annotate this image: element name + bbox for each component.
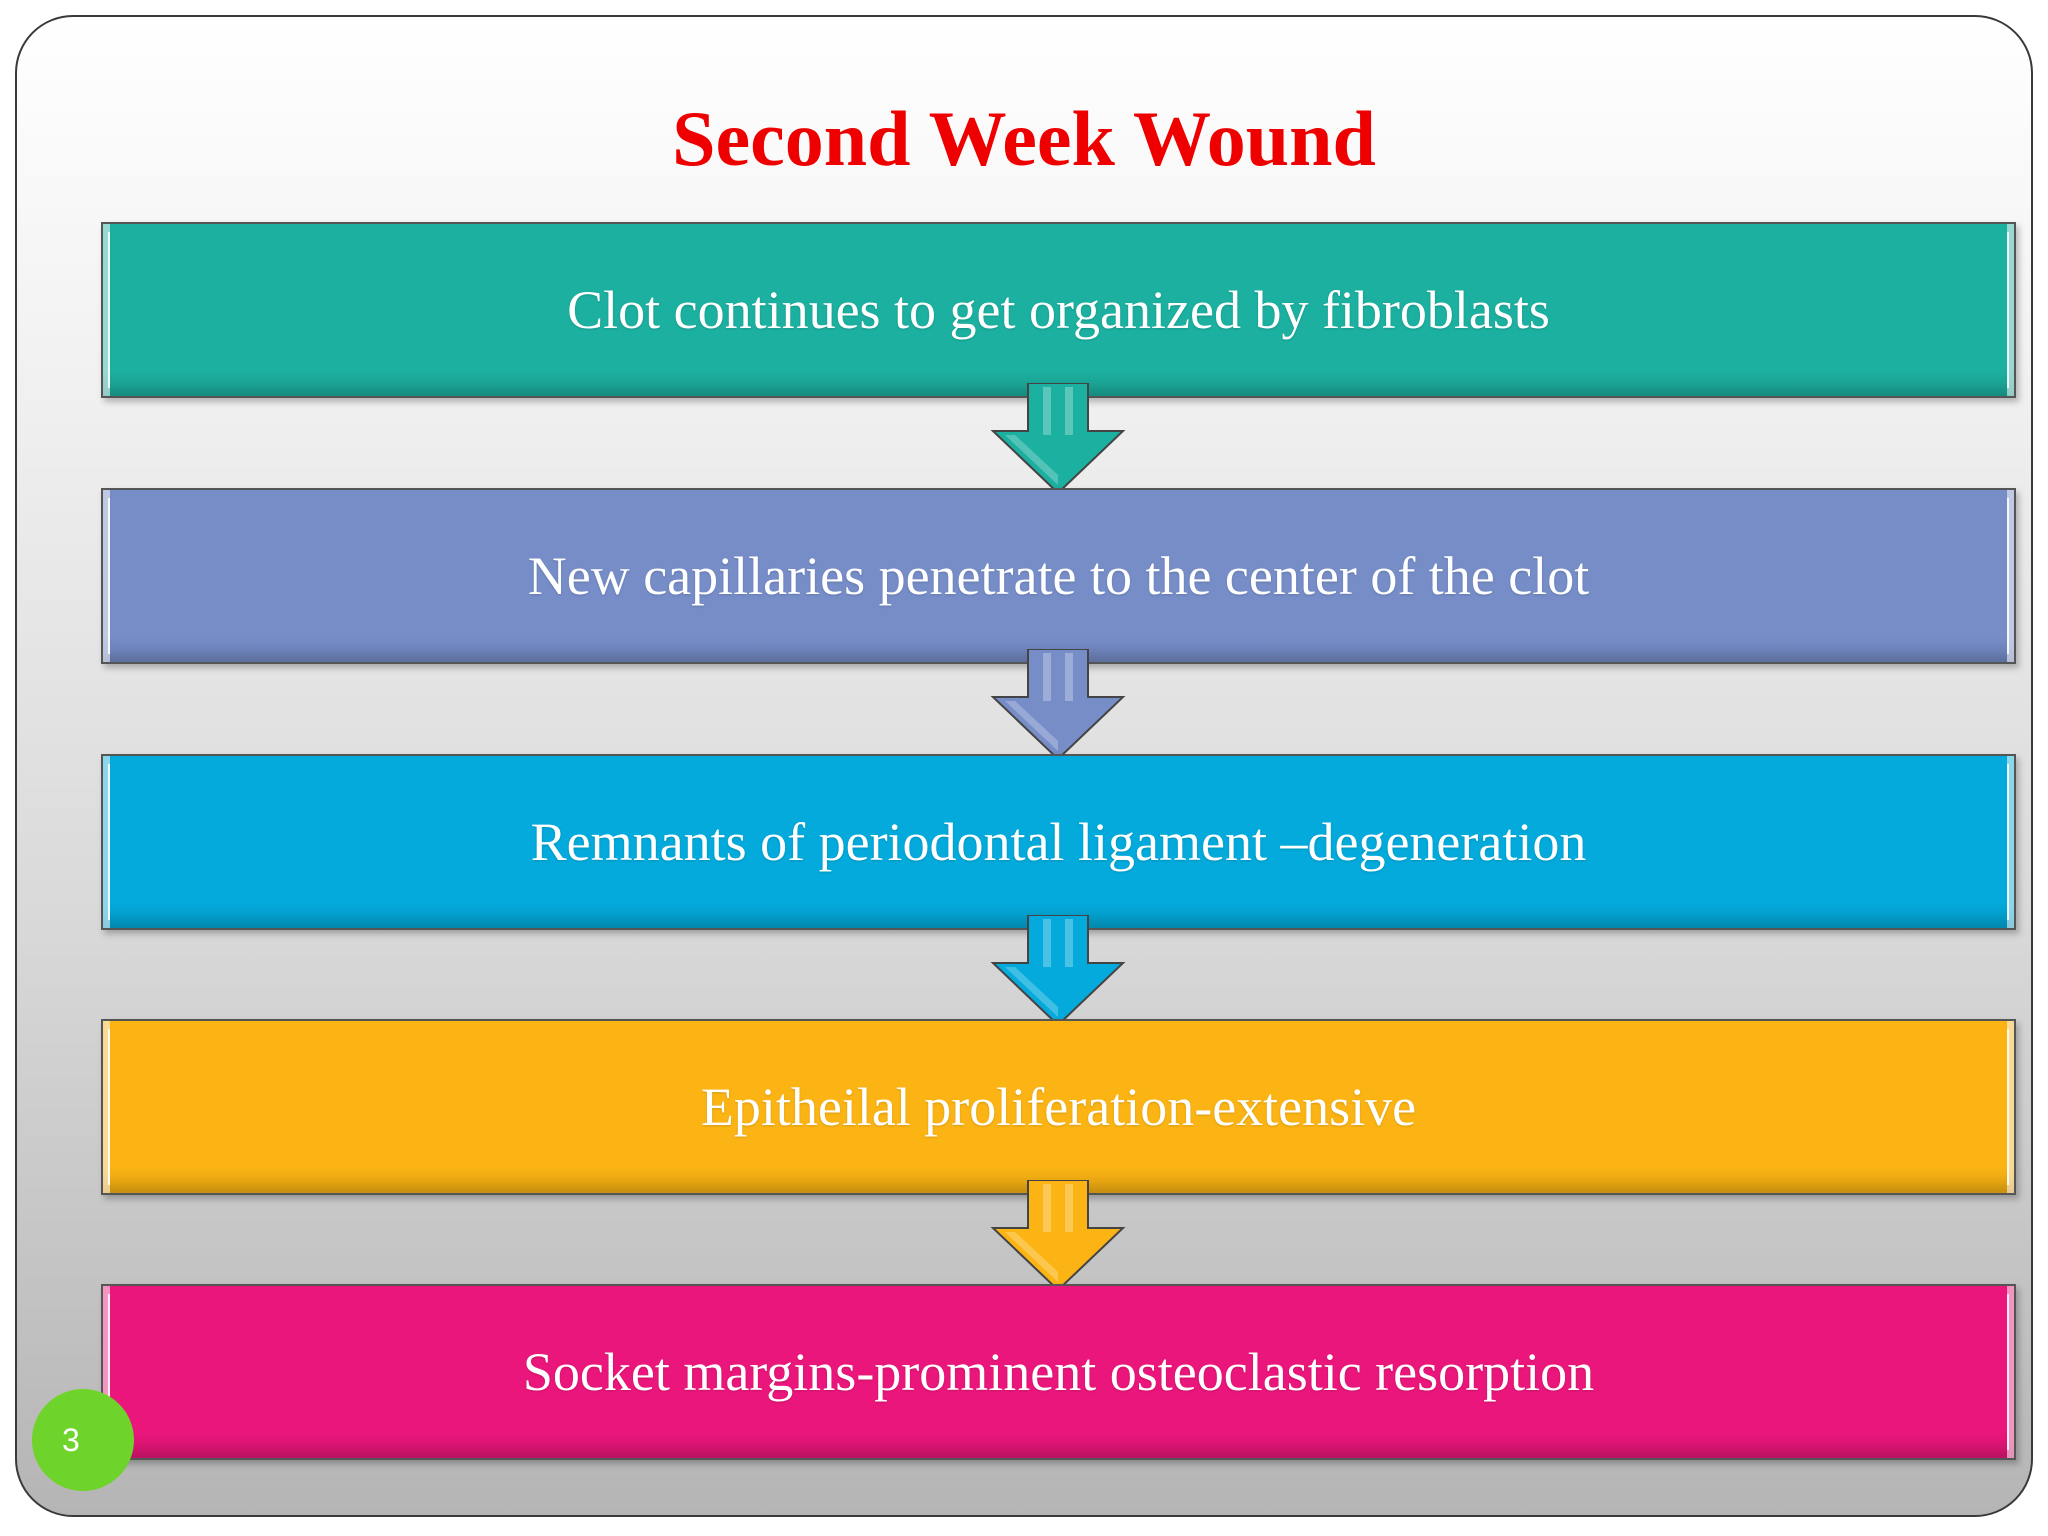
- step-box-5: Socket margins-prominent osteoclastic re…: [101, 1284, 2016, 1460]
- step-text-1: Clot continues to get organized by fibro…: [567, 280, 1550, 340]
- slide-number-badge: 3: [32, 1389, 134, 1491]
- step-box-4: Epitheilal proliferation-extensive: [101, 1019, 2016, 1195]
- slide-title: Second Week Wound: [672, 95, 1376, 182]
- step-text-3: Remnants of periodontal ligament –degene…: [530, 812, 1587, 872]
- step-text-4: Epitheilal proliferation-extensive: [700, 1077, 1417, 1137]
- down-arrow-icon-3: [983, 915, 1133, 1027]
- step-box-2: New capillaries penetrate to the center …: [101, 488, 2016, 664]
- down-arrow-icon-1: [983, 383, 1133, 495]
- step-text-2: New capillaries penetrate to the center …: [527, 546, 1590, 606]
- slide-frame: Second Week Wound Clot continues to get …: [15, 15, 2033, 1517]
- down-arrow-icon-4: [983, 1180, 1133, 1292]
- down-arrow-icon-2: [983, 649, 1133, 761]
- step-text-5: Socket margins-prominent osteoclastic re…: [522, 1342, 1595, 1402]
- step-box-1: Clot continues to get organized by fibro…: [101, 222, 2016, 398]
- step-box-3: Remnants of periodontal ligament –degene…: [101, 754, 2016, 930]
